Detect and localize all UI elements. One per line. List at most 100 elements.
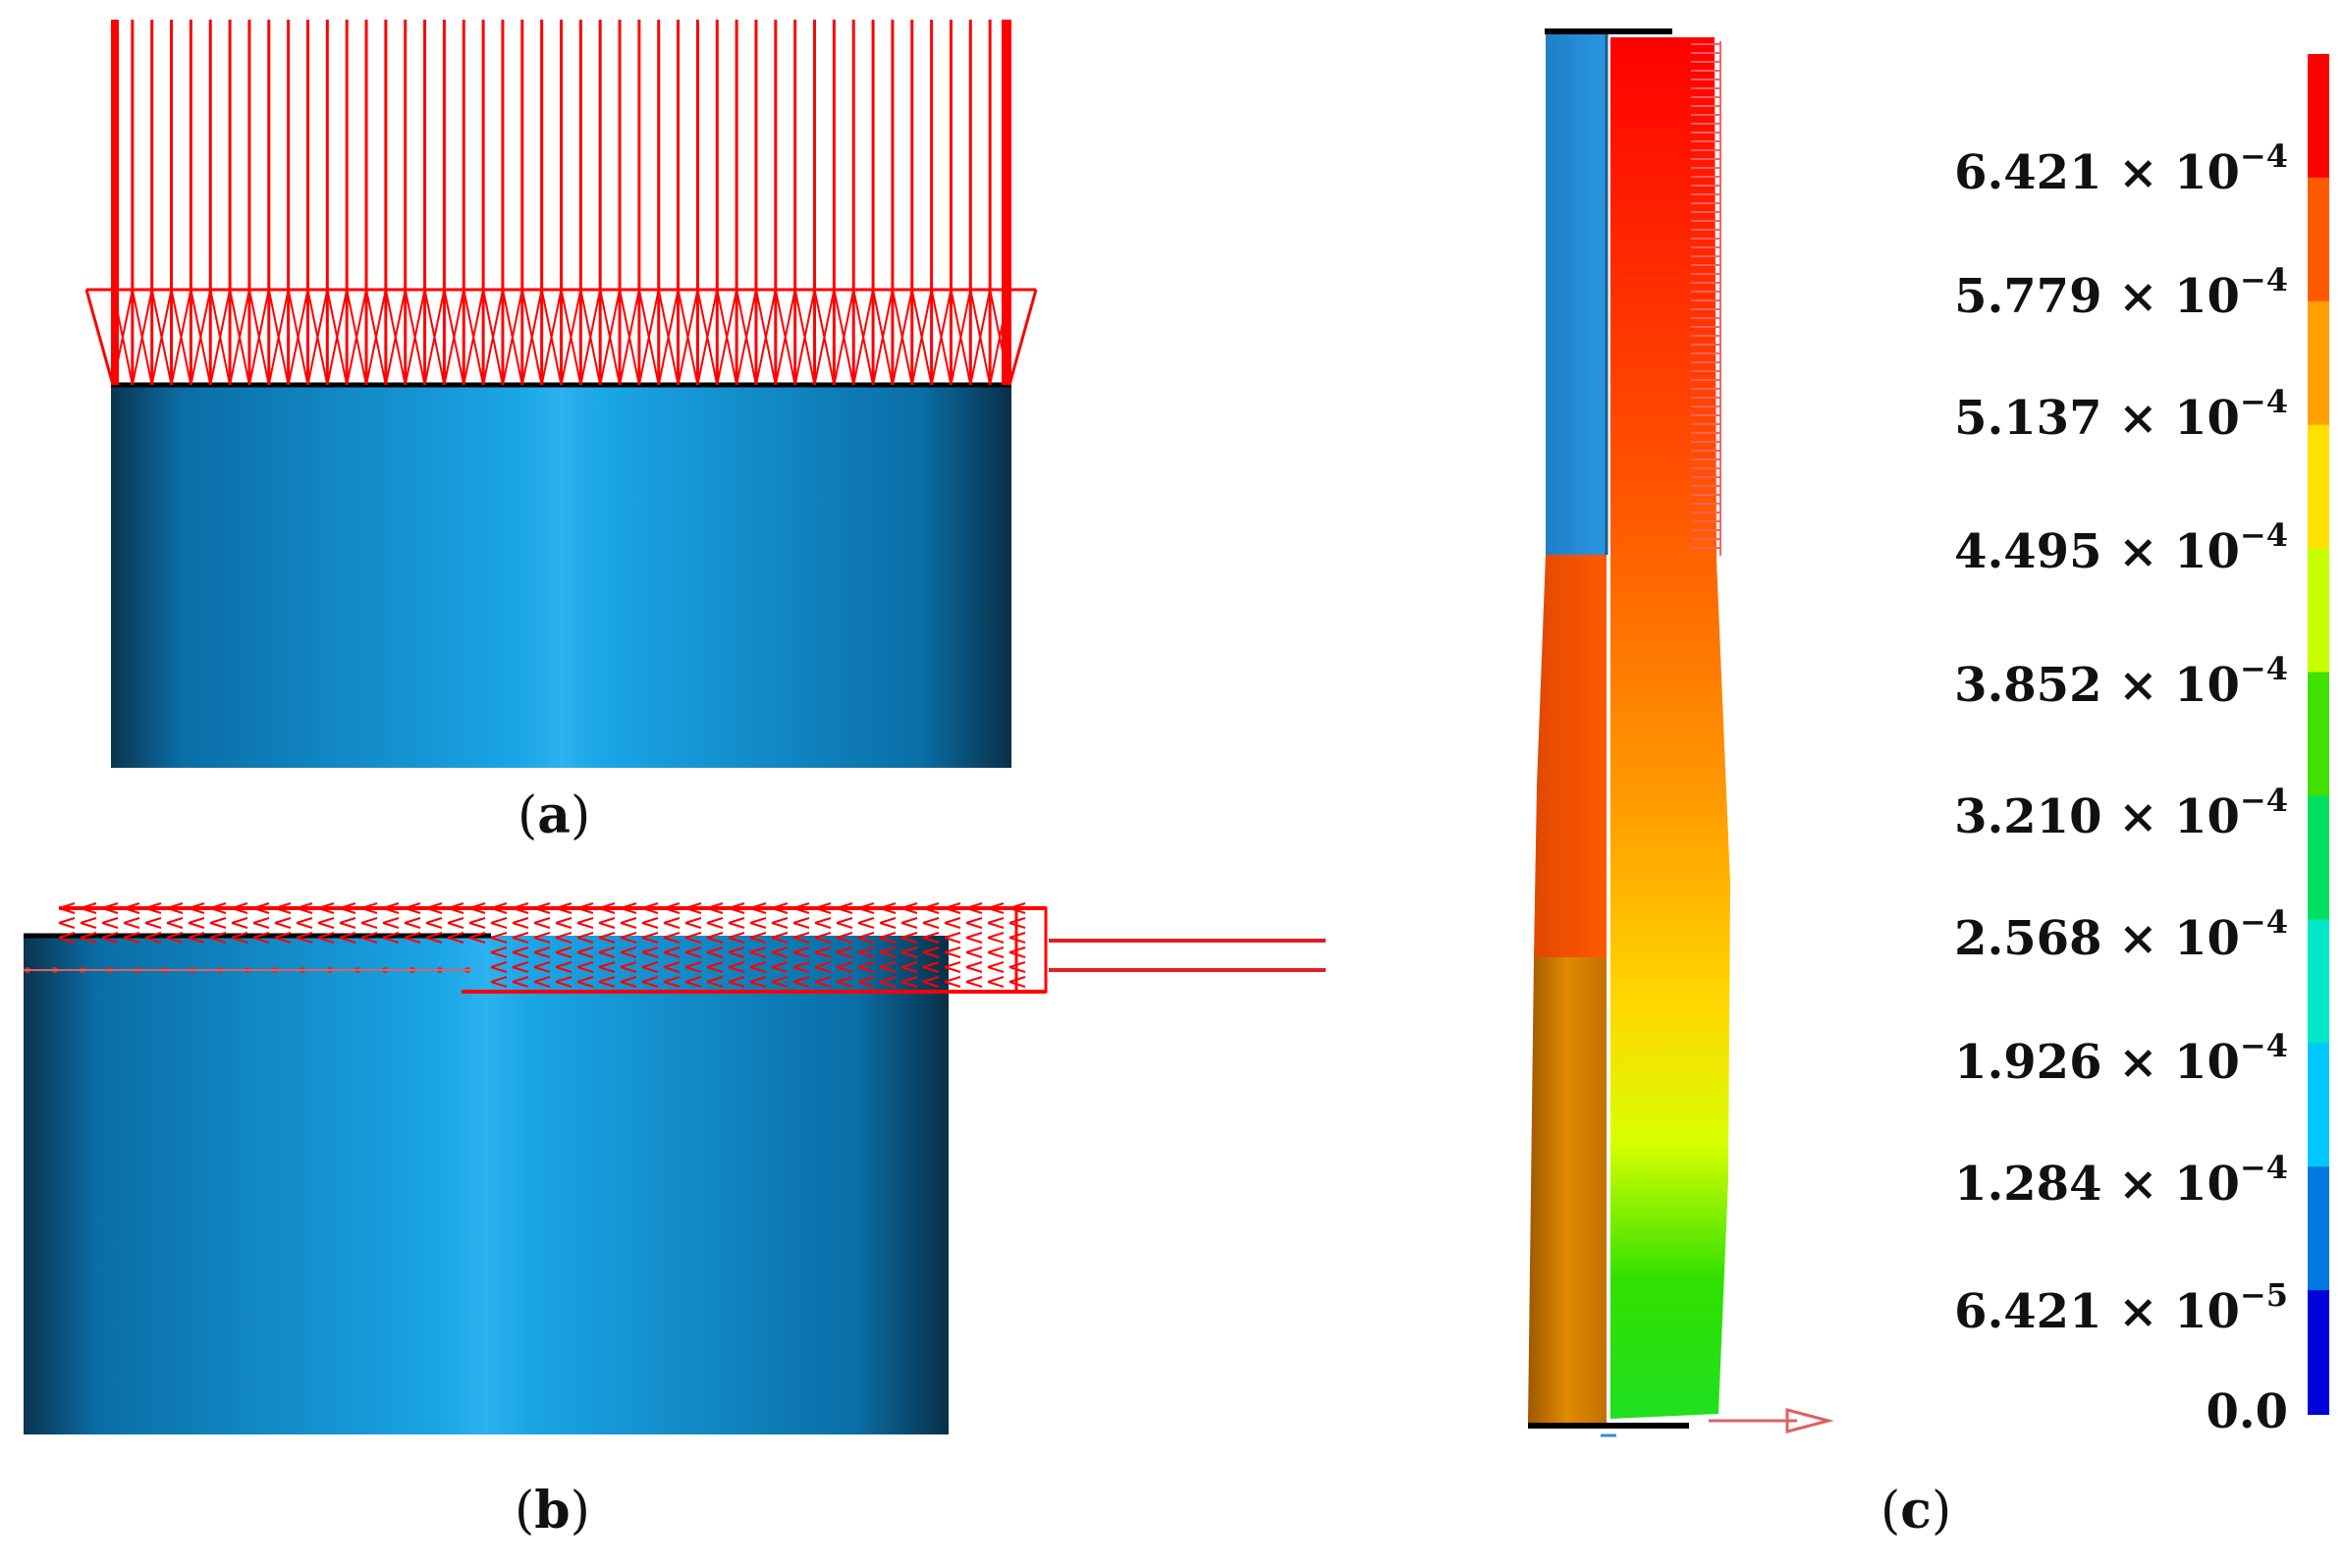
- force-arrowhead-b: [231, 917, 248, 929]
- legend-mantissa: 3.852: [1954, 658, 2102, 713]
- force-arrowhead-b: [965, 976, 983, 988]
- orange-column-segment: [1534, 555, 1607, 957]
- force-arrowhead-b: [684, 946, 702, 958]
- legend-label: 5.137 × 10−4: [1954, 383, 2288, 446]
- legend-times-ten: × 10: [2101, 391, 2240, 446]
- force-arrows-c: [1691, 41, 1721, 556]
- legend-exponent: −4: [2239, 137, 2288, 175]
- force-arrowhead-b: [728, 946, 745, 958]
- legend-swatch: [2308, 177, 2329, 302]
- brown-column-segment: [1528, 957, 1607, 1424]
- legend-label: 3.852 × 10−4: [1954, 650, 2288, 713]
- force-arrowhead-b: [576, 961, 594, 973]
- force-arrowhead-b: [101, 932, 119, 944]
- legend-times-ten: × 10: [2101, 1157, 2240, 1212]
- force-arrowhead-b: [209, 932, 227, 944]
- force-arrowhead-b: [684, 917, 702, 929]
- force-arrowhead-b: [620, 932, 637, 944]
- force-arrowhead-b: [144, 932, 162, 944]
- force-arrowhead-b: [684, 932, 702, 944]
- force-arrowhead-b: [598, 917, 616, 929]
- lattice-left-a: [84, 289, 115, 386]
- force-arrowhead-b: [728, 961, 745, 973]
- force-arrowhead-b: [382, 932, 400, 944]
- force-arrowhead-b: [792, 976, 810, 988]
- legend-exponent: −5: [2239, 1276, 2288, 1314]
- force-arrowhead-b: [663, 946, 681, 958]
- force-arrowhead-b: [382, 917, 400, 929]
- force-arrowhead-b: [663, 917, 681, 929]
- force-arrowhead-b: [296, 917, 313, 929]
- legend-times-ten: × 10: [2101, 658, 2240, 713]
- force-arrowhead-b: [792, 946, 810, 958]
- force-arrowhead-b: [814, 976, 832, 988]
- panel-c: [1528, 28, 1834, 1437]
- force-arrowhead-b: [922, 917, 940, 929]
- force-arrowhead-b: [425, 932, 443, 944]
- legend-swatch: [2308, 54, 2329, 179]
- force-arrowhead-b: [404, 932, 421, 944]
- force-arrowhead-b: [252, 932, 270, 944]
- force-arrowhead-b: [728, 932, 745, 944]
- force-arrowhead-b: [749, 976, 767, 988]
- force-arrowhead-b: [490, 946, 508, 958]
- force-arrowhead-b: [706, 976, 724, 988]
- force-arrowhead-b: [792, 917, 810, 929]
- force-arrowhead-b: [900, 932, 918, 944]
- force-arrowhead-b: [836, 932, 853, 944]
- force-arrowhead-b: [447, 917, 464, 929]
- legend-mantissa: 2.568: [1954, 911, 2102, 966]
- force-arrowhead-b: [900, 917, 918, 929]
- legend-mantissa: 1.926: [1954, 1035, 2102, 1090]
- force-arrowhead-b: [792, 932, 810, 944]
- legend-exponent: −4: [2239, 1027, 2288, 1064]
- force-arrowhead-b: [879, 932, 897, 944]
- force-arrowhead-b: [684, 976, 702, 988]
- force-arrowhead-b: [922, 932, 940, 944]
- force-arrowhead-b: [620, 946, 637, 958]
- legend-label: 5.779 × 10−4: [1954, 261, 2288, 324]
- legend-mantissa: 0.0: [2206, 1384, 2288, 1439]
- force-arrowhead-b: [620, 917, 637, 929]
- force-arrowhead-b: [857, 976, 875, 988]
- force-arrowhead-b: [900, 946, 918, 958]
- force-arrowhead-b: [641, 976, 659, 988]
- force-arrowhead-b: [836, 946, 853, 958]
- force-arrowhead-b: [123, 932, 140, 944]
- force-band-end-b: [1014, 906, 1048, 994]
- force-arrowhead-b: [360, 917, 378, 929]
- legend-swatch: [2308, 300, 2329, 426]
- force-arrowhead-b: [987, 946, 1005, 958]
- force-arrowhead-b: [900, 976, 918, 988]
- force-arrowhead-b: [641, 946, 659, 958]
- force-arrowhead-b: [555, 917, 572, 929]
- force-arrowhead-b: [771, 976, 789, 988]
- displacement-strip: [1610, 37, 1730, 1419]
- force-arrowhead-b: [641, 961, 659, 973]
- force-arrowhead-b: [576, 976, 594, 988]
- force-arrowhead-b: [555, 946, 572, 958]
- force-arrowhead-b: [598, 932, 616, 944]
- legend-times-ten: × 10: [2101, 789, 2240, 844]
- force-arrowhead-b: [944, 976, 961, 988]
- force-arrowhead-b: [879, 961, 897, 973]
- force-arrowhead-b: [857, 946, 875, 958]
- legend-swatch: [2308, 1290, 2329, 1415]
- force-arrowhead-b: [447, 932, 464, 944]
- force-arrowhead-b: [533, 917, 551, 929]
- force-arrowhead-b: [58, 917, 76, 929]
- force-arrowhead-b: [663, 976, 681, 988]
- force-arrowhead-b: [836, 917, 853, 929]
- force-arrowhead-b: [965, 946, 983, 958]
- force-arrowhead-b: [836, 976, 853, 988]
- force-arrowhead-b: [490, 961, 508, 973]
- force-arrowhead-b: [728, 976, 745, 988]
- force-arrowhead-b: [620, 976, 637, 988]
- legend-swatch: [2308, 672, 2329, 797]
- force-arrowhead-b: [576, 917, 594, 929]
- force-arrowhead-b: [620, 961, 637, 973]
- force-arrowhead-b: [490, 932, 508, 944]
- legend-swatch: [2308, 424, 2329, 550]
- legend-exponent: −4: [2239, 650, 2288, 687]
- force-arrowhead-b: [706, 932, 724, 944]
